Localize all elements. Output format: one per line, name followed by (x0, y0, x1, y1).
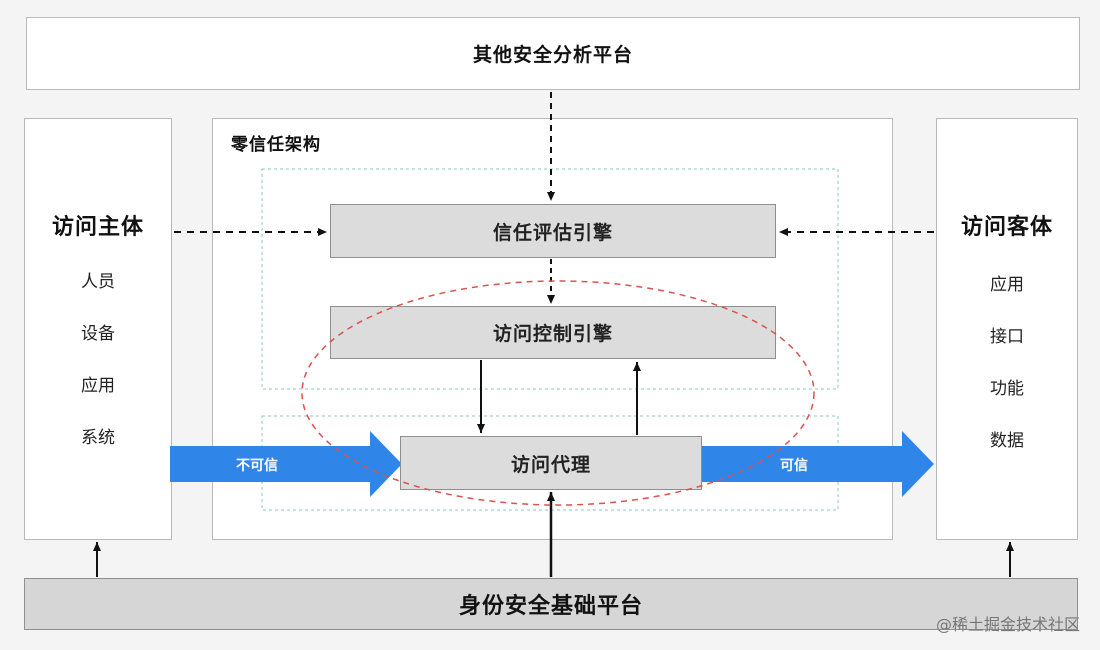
object-item-application: 应用 (990, 275, 1024, 295)
object-item-data: 数据 (990, 431, 1024, 451)
access-object-panel: 访问客体 应用 接口 功能 数据 (936, 118, 1078, 540)
subject-item-system: 系统 (81, 428, 115, 448)
other-security-platform: 其他安全分析平台 (26, 17, 1080, 90)
access-subject-list: 人员 设备 应用 系统 (25, 256, 171, 464)
subject-item-device: 设备 (81, 324, 115, 344)
access-object-title: 访问客体 (960, 215, 1053, 240)
watermark: @稀土掘金技术社区 (935, 615, 1080, 634)
access-proxy-label: 访问代理 (510, 453, 591, 476)
access-subject-panel: 访问主体 人员 设备 应用 系统 (24, 118, 172, 540)
access-object-list: 应用 接口 功能 数据 (937, 259, 1077, 467)
access-proxy: 访问代理 (400, 436, 702, 490)
trust-evaluation-engine-label: 信任评估引擎 (492, 221, 613, 244)
zero-trust-architecture-label: 零信任架构 (231, 135, 321, 155)
untrusted-flow-arrow (170, 431, 402, 497)
access-control-engine-label: 访问控制引擎 (492, 323, 613, 345)
untrusted-flow-label: 不可信 (236, 458, 278, 474)
access-subject-title: 访问主体 (51, 215, 144, 240)
identity-security-platform: 身份安全基础平台 (24, 578, 1078, 630)
trust-evaluation-engine: 信任评估引擎 (330, 204, 776, 258)
access-control-engine: 访问控制引擎 (330, 306, 776, 359)
identity-security-platform-label: 身份安全基础平台 (458, 594, 643, 619)
other-security-platform-label: 其他安全分析平台 (472, 44, 633, 66)
trusted-flow-arrow (702, 431, 934, 497)
object-item-function: 功能 (990, 379, 1024, 399)
subject-item-application: 应用 (81, 376, 115, 396)
trusted-flow-label: 可信 (780, 458, 808, 474)
subject-item-person: 人员 (81, 272, 115, 292)
object-item-interface: 接口 (990, 327, 1024, 347)
